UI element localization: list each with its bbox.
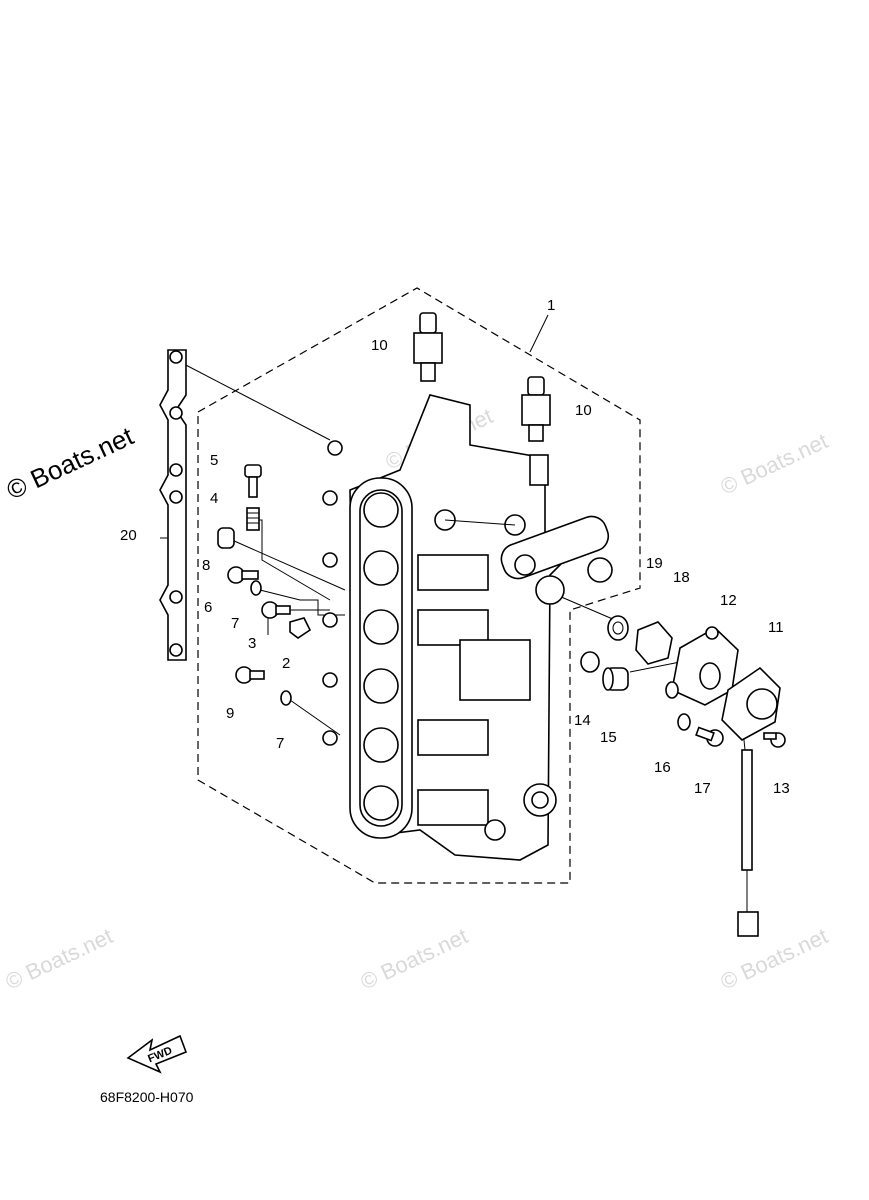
spring-part-4 [246,507,260,531]
gasket-part-20 [159,349,187,661]
hose-fitting-part-10-top [413,312,443,382]
watermark-faint-3: © Boats.net [357,923,472,994]
callout-9: 9 [226,705,234,722]
watermark-faint-2: © Boats.net [2,923,117,994]
o-ring-part-16 [677,713,691,731]
callout-13: 13 [773,780,790,797]
plug-part-8 [217,527,235,549]
callout-2: 2 [282,655,290,672]
callout-5: 5 [210,452,218,469]
screw-part-9 [235,666,265,684]
bracket-part-2 [289,617,312,639]
watermark-main: © Boats.net [2,420,139,505]
callout-7-lower: 7 [276,735,284,752]
screw-part-3 [261,601,291,619]
screw-part-6 [227,566,259,584]
callout-7-upper: 7 [231,615,239,632]
lever-part-18 [635,621,673,665]
callout-8: 8 [202,557,210,574]
callout-20: 20 [120,527,137,544]
assembly-boundary [197,287,641,884]
throttle-position-sensor-part-11 [721,666,781,937]
callout-18: 18 [673,569,690,586]
washer-part-7-upper [250,580,262,596]
collar-part-15 [602,667,629,691]
screw-part-17 [695,726,724,747]
callout-10-top: 10 [371,337,388,354]
watermark-faint-1: © Boats.net [717,428,832,499]
callout-10-right: 10 [575,402,592,419]
callout-19: 19 [646,555,663,572]
callout-12: 12 [720,592,737,609]
callout-14: 14 [574,712,591,729]
screw-part-5 [244,464,262,498]
seal-part-14 [580,651,600,673]
callout-16: 16 [654,759,671,776]
callout-1: 1 [547,297,555,314]
watermark-faint-4: © Boats.net [717,923,832,994]
washer-part-7-lower [280,690,292,706]
callout-6: 6 [204,599,212,616]
callout-4: 4 [210,490,218,507]
fwd-arrow: FWD [126,1034,188,1074]
callout-17: 17 [694,780,711,797]
callout-3: 3 [248,635,256,652]
callout-15: 15 [600,729,617,746]
callout-11: 11 [768,619,784,636]
diagram-code: 68F8200-H070 [100,1089,194,1105]
throttle-body-housing [322,394,613,861]
hose-fitting-part-10-right [521,376,551,442]
spring-part-19 [607,615,629,641]
callout-labels: 1 10 10 5 4 20 8 6 7 3 2 9 7 19 18 12 11… [120,297,790,797]
screw-part-13 [763,732,786,748]
